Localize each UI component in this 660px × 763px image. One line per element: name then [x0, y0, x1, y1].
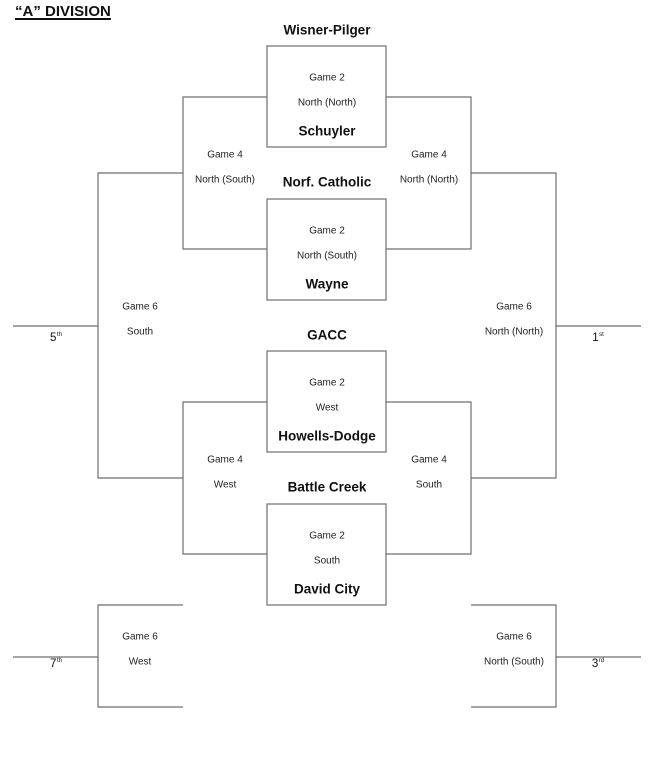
team-wisner-pilger: Wisner-Pilger — [283, 22, 371, 38]
game4-bottom-left-label: Game 4 — [207, 454, 243, 466]
game6-third-bracket — [471, 604, 557, 708]
game6-first-label: Game 6 — [496, 301, 532, 313]
game6-fifth-label: Game 6 — [122, 301, 158, 313]
seventh-place-label: 7th — [50, 658, 62, 670]
team-battle-creek: Battle Creek — [287, 479, 367, 495]
game6-seventh-site: West — [128, 656, 152, 668]
game2-1-site: North (North) — [297, 97, 357, 109]
game2-4-label: Game 2 — [309, 530, 345, 542]
game4-bottom-right-site: South — [415, 479, 443, 491]
game2-2-site: North (South) — [296, 250, 358, 262]
game2-3-site: West — [315, 402, 339, 414]
game2-1-label: Game 2 — [309, 72, 345, 84]
game6-third-label: Game 6 — [496, 631, 532, 643]
game4-bottom-left-bracket — [182, 401, 267, 555]
game4-bottom-left-site: West — [213, 479, 237, 491]
team-howells-dodge: Howells-Dodge — [278, 428, 376, 444]
game4-bottom-right-label: Game 4 — [411, 454, 447, 466]
team-david-city: David City — [293, 581, 361, 597]
game4-bottom-right-bracket — [386, 401, 472, 555]
game6-seventh-bracket — [97, 604, 183, 708]
game4-top-left-label: Game 4 — [207, 149, 243, 161]
game6-first-bracket — [471, 172, 557, 479]
division-title: “A” DIVISION — [15, 3, 111, 20]
game4-top-right-site: North (North) — [399, 174, 459, 186]
game2-2-label: Game 2 — [309, 225, 345, 237]
game4-top-right-label: Game 4 — [411, 149, 447, 161]
fifth-place-label: 5th — [50, 332, 62, 344]
game4-top-left-site: North (South) — [194, 174, 256, 186]
game4-top-right-bracket — [386, 96, 472, 250]
game2-3-label: Game 2 — [309, 377, 345, 389]
team-schuyler: Schuyler — [298, 123, 356, 139]
game6-first-site: North (North) — [484, 326, 544, 338]
first-place-label: 1st — [592, 332, 604, 344]
game2-4-site: South — [313, 555, 341, 567]
team-norf-catholic: Norf. Catholic — [282, 174, 372, 190]
team-gacc: GACC — [307, 327, 347, 343]
team-wayne: Wayne — [305, 276, 349, 292]
third-place-label: 3rd — [591, 658, 605, 670]
game6-fifth-site: South — [126, 326, 154, 338]
game4-top-left-bracket — [182, 96, 267, 250]
game6-third-site: North (South) — [483, 656, 545, 668]
game6-seventh-label: Game 6 — [122, 631, 158, 643]
game6-fifth-bracket — [97, 172, 183, 479]
